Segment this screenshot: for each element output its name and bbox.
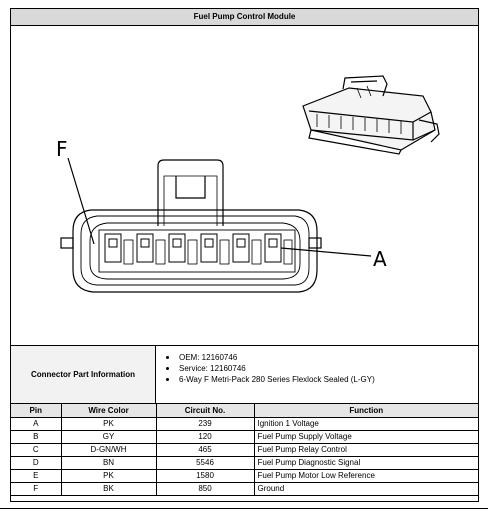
pin-cell: E: [11, 468, 62, 483]
wire-color-cell: PK: [60, 416, 157, 431]
table-row: C D-GN/WH 465 Fuel Pump Relay Control: [11, 442, 478, 457]
circuit-cell: 1580: [155, 468, 255, 483]
connector-isometric-view: [302, 75, 440, 155]
pin-cell: D: [11, 455, 62, 470]
wire-color-cell: BN: [60, 455, 157, 470]
connector-diagram: F A: [11, 26, 478, 346]
function-cell: Fuel Pump Motor Low Reference: [253, 468, 478, 483]
table-row: B GY 120 Fuel Pump Supply Voltage: [11, 429, 478, 444]
connector-part-information: Connector Part Information OEM: 12160746…: [11, 346, 478, 404]
header-pin: Pin: [11, 404, 62, 418]
connector-sheet: Fuel Pump Control Module: [10, 8, 479, 502]
table-row: D BN 5546 Fuel Pump Diagnostic Signal: [11, 455, 478, 470]
pinout-table: Pin Wire Color Circuit No. Function A PK…: [11, 404, 478, 496]
circuit-cell: 120: [155, 429, 255, 444]
function-cell: Ground: [253, 481, 478, 496]
pin-cell: A: [11, 416, 62, 431]
header-wire-color: Wire Color: [60, 404, 157, 418]
pin-cell: F: [11, 481, 62, 496]
circuit-cell: 850: [155, 481, 255, 496]
pin-cell: B: [11, 429, 62, 444]
part-info-oem: OEM: 12160746: [163, 352, 375, 363]
function-cell: Fuel Pump Relay Control: [253, 442, 478, 457]
connector-face-illustration: F A: [56, 75, 440, 293]
function-cell: Ignition 1 Voltage: [253, 416, 478, 431]
callout-label-f: F: [56, 137, 68, 161]
pin-cell: C: [11, 442, 62, 457]
callout-label-a: A: [373, 247, 387, 271]
table-row: A PK 239 Ignition 1 Voltage: [11, 416, 478, 431]
connector-part-info-label: Connector Part Information: [11, 346, 156, 403]
function-cell: Fuel Pump Diagnostic Signal: [253, 455, 478, 470]
page-bottom-rule: [0, 508, 488, 509]
circuit-cell: 5546: [155, 455, 255, 470]
wire-color-cell: BK: [60, 481, 157, 496]
function-cell: Fuel Pump Supply Voltage: [253, 429, 478, 444]
circuit-cell: 465: [155, 442, 255, 457]
circuit-cell: 239: [155, 416, 255, 431]
header-function: Function: [253, 404, 478, 418]
table-row: F BK 850 Ground: [11, 481, 478, 496]
pinout-header-row: Pin Wire Color Circuit No. Function: [11, 404, 478, 418]
part-info-service: Service: 12160746: [163, 363, 375, 374]
part-info-description: 6-Way F Metri-Pack 280 Series Flexlock S…: [163, 374, 375, 385]
header-circuit-no: Circuit No.: [155, 404, 255, 418]
connector-part-info-list: OEM: 12160746 Service: 12160746 6-Way F …: [163, 352, 375, 385]
wire-color-cell: GY: [60, 429, 157, 444]
wire-color-cell: PK: [60, 468, 157, 483]
wire-color-cell: D-GN/WH: [60, 442, 157, 457]
connector-face-view: [60, 157, 372, 293]
sheet-title: Fuel Pump Control Module: [11, 9, 478, 26]
table-row: E PK 1580 Fuel Pump Motor Low Reference: [11, 468, 478, 483]
